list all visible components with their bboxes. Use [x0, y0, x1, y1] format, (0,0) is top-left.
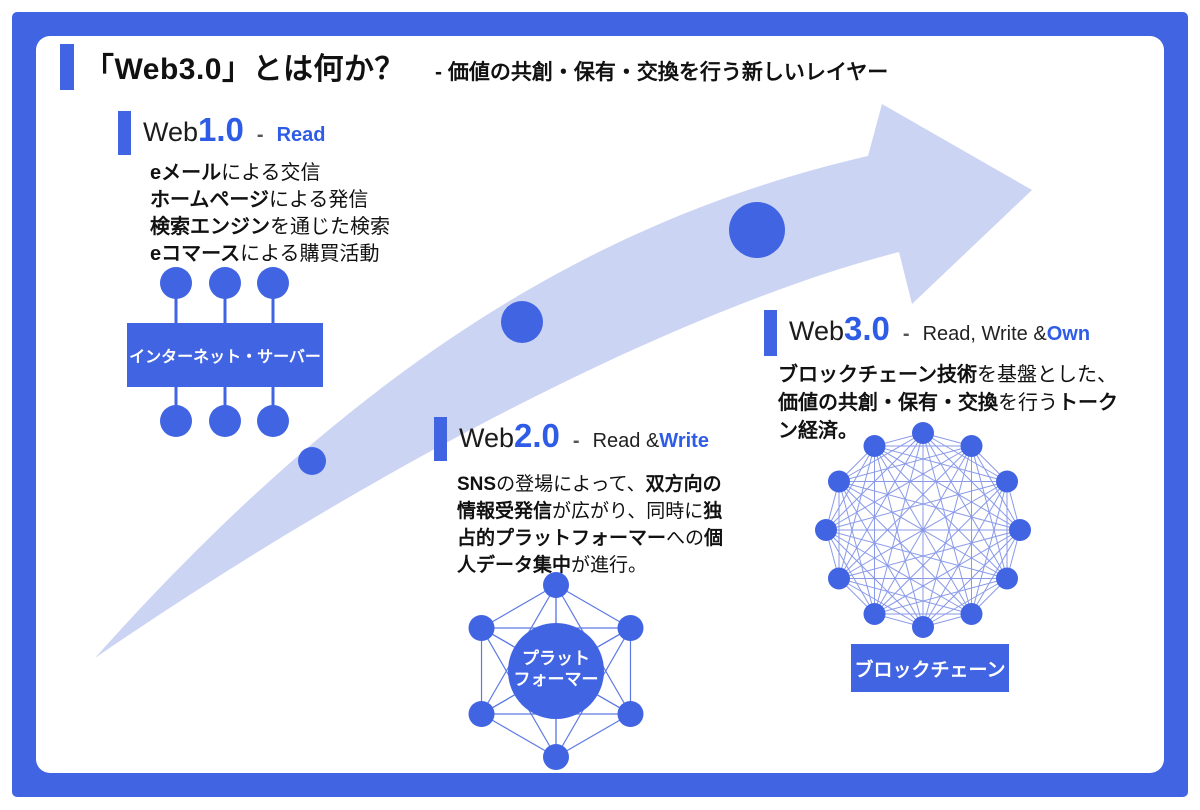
web3-accent-bar — [764, 310, 777, 356]
title-accent-bar — [60, 44, 74, 90]
feature-item: ホームページによる発信 — [150, 189, 369, 211]
web2-prefix: Web — [459, 423, 515, 453]
platform-diagram: プラット フォーマー — [445, 560, 670, 780]
web2-dash: - — [572, 430, 580, 452]
web2-accent-bar — [434, 417, 447, 461]
web1-prefix: Web — [143, 117, 199, 147]
blockchain-network-svg — [815, 422, 1031, 638]
server-diagram: インターネット・サーバー — [110, 258, 350, 448]
web3-mode: Own — [1046, 323, 1091, 345]
web2-mode: Write — [659, 430, 709, 452]
server-box-label: インターネット・サーバー — [127, 323, 323, 387]
section-web1-header: Web 1.0 - Read — [118, 111, 325, 155]
web3-mode-plain: Read, Write & — [922, 323, 1047, 345]
page-title-row: 「Web3.0」とは何か？ - 価値の共創・保有・交換を行う新しいレイヤー — [60, 44, 888, 90]
web2-mode-plain: Read & — [592, 430, 660, 452]
platform-hub-label-line1: プラット — [522, 649, 590, 668]
page-title: 「Web3.0」とは何か？ — [84, 53, 405, 86]
blockchain-diagram — [805, 412, 1045, 652]
web1-version: 1.0 — [198, 111, 244, 148]
web1-dash: - — [256, 124, 264, 146]
web3-prefix: Web — [789, 316, 845, 346]
section-web3-header: Web 3.0 - Read, Write & Own — [764, 310, 1090, 356]
page-subtitle: - 価値の共創・保有・交換を行う新しいレイヤー — [435, 61, 889, 84]
section-web2-header: Web 2.0 - Read & Write — [434, 417, 709, 461]
web1-mode: Read — [276, 124, 326, 146]
blockchain-label: ブロックチェーン — [851, 644, 1009, 692]
platform-hub-label-line2: フォーマー — [513, 670, 599, 689]
feature-item: eメールによる交信 — [150, 162, 321, 184]
web2-version: 2.0 — [514, 417, 560, 454]
web1-feature-list: eメールによる交信 ホームページによる発信 検索エンジンを通じた検索 eコマース… — [150, 160, 390, 268]
web3-version: 3.0 — [844, 310, 890, 347]
web3-dash: - — [902, 323, 910, 345]
feature-item: 検索エンジンを通じた検索 — [150, 216, 390, 238]
platform-hub-label: プラット フォーマー — [481, 648, 631, 690]
web1-accent-bar — [118, 111, 131, 155]
